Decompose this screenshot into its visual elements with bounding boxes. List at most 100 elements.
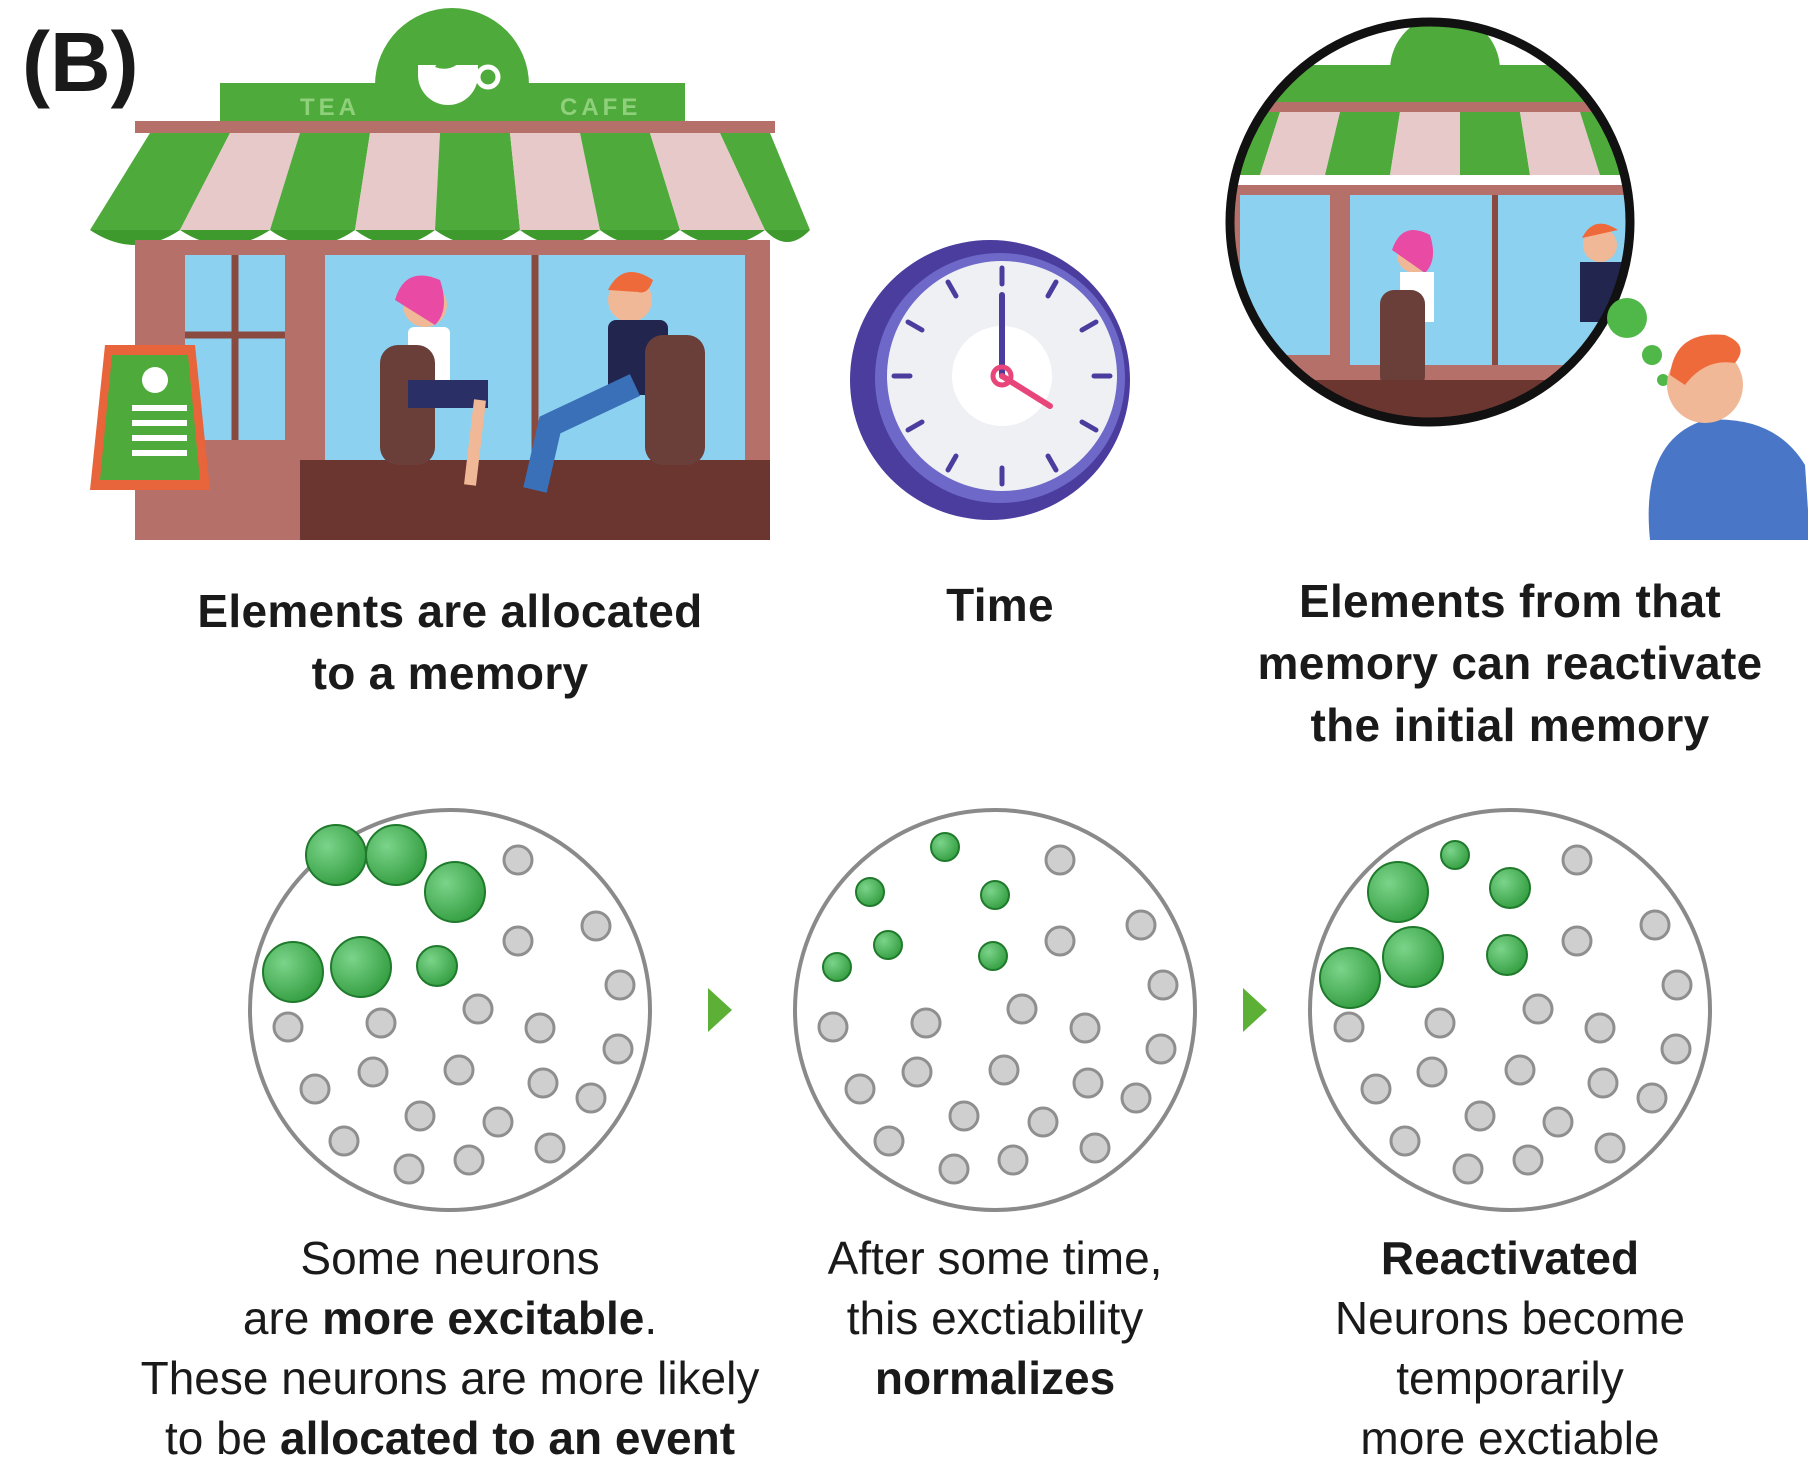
active-neuron bbox=[1486, 934, 1528, 976]
inactive-neuron bbox=[1027, 1106, 1059, 1138]
desc-normalize-l2: this exctiability bbox=[846, 1292, 1144, 1344]
desc-normalize-l1: After some time, bbox=[827, 1232, 1163, 1284]
active-neuron bbox=[1382, 926, 1444, 988]
inactive-neuron bbox=[1542, 1106, 1574, 1138]
inactive-neuron bbox=[1464, 1100, 1496, 1132]
inactive-neuron bbox=[873, 1125, 905, 1157]
active-neuron bbox=[822, 952, 852, 982]
inactive-neuron bbox=[1044, 844, 1076, 876]
inactive-neuron bbox=[1416, 1056, 1448, 1088]
active-neuron bbox=[1319, 947, 1381, 1009]
inactive-neuron bbox=[534, 1132, 566, 1164]
inactive-neuron bbox=[299, 1073, 331, 1105]
active-neuron bbox=[1440, 840, 1470, 870]
neuron-circle-reactivated bbox=[1308, 808, 1712, 1212]
inactive-neuron bbox=[1636, 1082, 1668, 1114]
active-neuron bbox=[262, 941, 324, 1003]
inactive-neuron bbox=[524, 1012, 556, 1044]
inactive-neuron bbox=[1147, 969, 1179, 1001]
inactive-neuron bbox=[1522, 993, 1554, 1025]
inactive-neuron bbox=[443, 1054, 475, 1086]
inactive-neuron bbox=[1389, 1125, 1421, 1157]
inactive-neuron bbox=[1079, 1132, 1111, 1164]
caption-encoding: Elements are allocated to a memory bbox=[150, 580, 750, 704]
caption-recall-line1: Elements from that bbox=[1298, 575, 1722, 627]
active-neuron bbox=[330, 936, 392, 998]
active-neuron bbox=[930, 832, 960, 862]
inactive-neuron bbox=[328, 1125, 360, 1157]
caption-recall-line3: the initial memory bbox=[1310, 699, 1710, 751]
panel-label: (B) bbox=[22, 15, 139, 109]
inactive-neuron bbox=[1504, 1054, 1536, 1086]
inactive-neuron bbox=[1145, 1033, 1177, 1065]
inactive-neuron bbox=[527, 1067, 559, 1099]
inactive-neuron bbox=[901, 1056, 933, 1088]
inactive-neuron bbox=[462, 993, 494, 1025]
desc-reactivated-l2: Neurons become bbox=[1334, 1292, 1686, 1344]
desc-excitable-l3: These neurons are more likely bbox=[140, 1352, 760, 1404]
desc-reactivated-l3: temporarily bbox=[1396, 1352, 1624, 1404]
inactive-neuron bbox=[502, 925, 534, 957]
desc-excitable-l4b: allocated to an event bbox=[280, 1412, 736, 1464]
inactive-neuron bbox=[1594, 1132, 1626, 1164]
inactive-neuron bbox=[404, 1100, 436, 1132]
active-neuron bbox=[416, 945, 458, 987]
remembering-person bbox=[1648, 334, 1808, 540]
active-neuron bbox=[873, 930, 903, 960]
neuron-circle-normalized bbox=[793, 808, 1197, 1212]
inactive-neuron bbox=[1360, 1073, 1392, 1105]
inactive-neuron bbox=[1044, 925, 1076, 957]
inactive-neuron bbox=[817, 1011, 849, 1043]
arrow-right-icon bbox=[708, 988, 732, 1032]
inactive-neuron bbox=[580, 910, 612, 942]
desc-excitable: Some neurons are more excitable. These n… bbox=[105, 1228, 795, 1468]
inactive-neuron bbox=[1584, 1012, 1616, 1044]
active-neuron bbox=[365, 824, 427, 886]
inactive-neuron bbox=[272, 1011, 304, 1043]
inactive-neuron bbox=[988, 1054, 1020, 1086]
desc-reactivated: Reactivated Neurons become temporarily m… bbox=[1260, 1228, 1760, 1468]
inactive-neuron bbox=[1072, 1067, 1104, 1099]
inactive-neuron bbox=[910, 1007, 942, 1039]
inactive-neuron bbox=[1006, 993, 1038, 1025]
clock-icon bbox=[850, 240, 1130, 520]
inactive-neuron bbox=[1660, 1033, 1692, 1065]
desc-normalize-l3: normalizes bbox=[874, 1352, 1116, 1404]
man-figure bbox=[523, 272, 705, 493]
active-neuron bbox=[424, 861, 486, 923]
active-neuron bbox=[305, 824, 367, 886]
inactive-neuron bbox=[357, 1056, 389, 1088]
caption-recall-line2: memory can reactivate bbox=[1257, 637, 1763, 689]
active-neuron bbox=[978, 941, 1008, 971]
inactive-neuron bbox=[1333, 1011, 1365, 1043]
inactive-neuron bbox=[1661, 969, 1693, 1001]
desc-excitable-l2b: more excitable bbox=[322, 1292, 645, 1344]
inactive-neuron bbox=[844, 1073, 876, 1105]
desc-reactivated-l1: Reactivated bbox=[1380, 1232, 1640, 1284]
inactive-neuron bbox=[1452, 1153, 1484, 1185]
inactive-neuron bbox=[393, 1153, 425, 1185]
tea-cup-icon bbox=[418, 54, 501, 105]
desc-excitable-l2a: are bbox=[242, 1292, 323, 1344]
cafe-sign-right: CAFE bbox=[560, 94, 641, 121]
menu-board bbox=[90, 345, 210, 490]
active-neuron bbox=[1489, 867, 1531, 909]
inactive-neuron bbox=[482, 1106, 514, 1138]
inactive-neuron bbox=[365, 1007, 397, 1039]
desc-reactivated-l4: more exctiable bbox=[1360, 1412, 1660, 1464]
inactive-neuron bbox=[1639, 909, 1671, 941]
inactive-neuron bbox=[602, 1033, 634, 1065]
inactive-neuron bbox=[1587, 1067, 1619, 1099]
caption-time: Time bbox=[880, 574, 1120, 636]
inactive-neuron bbox=[1069, 1012, 1101, 1044]
inactive-neuron bbox=[575, 1082, 607, 1114]
neuron-circle-excitable bbox=[248, 808, 652, 1212]
caption-time-text: Time bbox=[946, 579, 1054, 631]
desc-normalize: After some time, this exctiability norma… bbox=[780, 1228, 1210, 1408]
woman-figure bbox=[380, 275, 488, 486]
inactive-neuron bbox=[453, 1144, 485, 1176]
cafe-illustration: TEA CAFE bbox=[90, 8, 810, 540]
caption-recall: Elements from that memory can reactivate… bbox=[1210, 570, 1808, 756]
inactive-neuron bbox=[604, 969, 636, 1001]
